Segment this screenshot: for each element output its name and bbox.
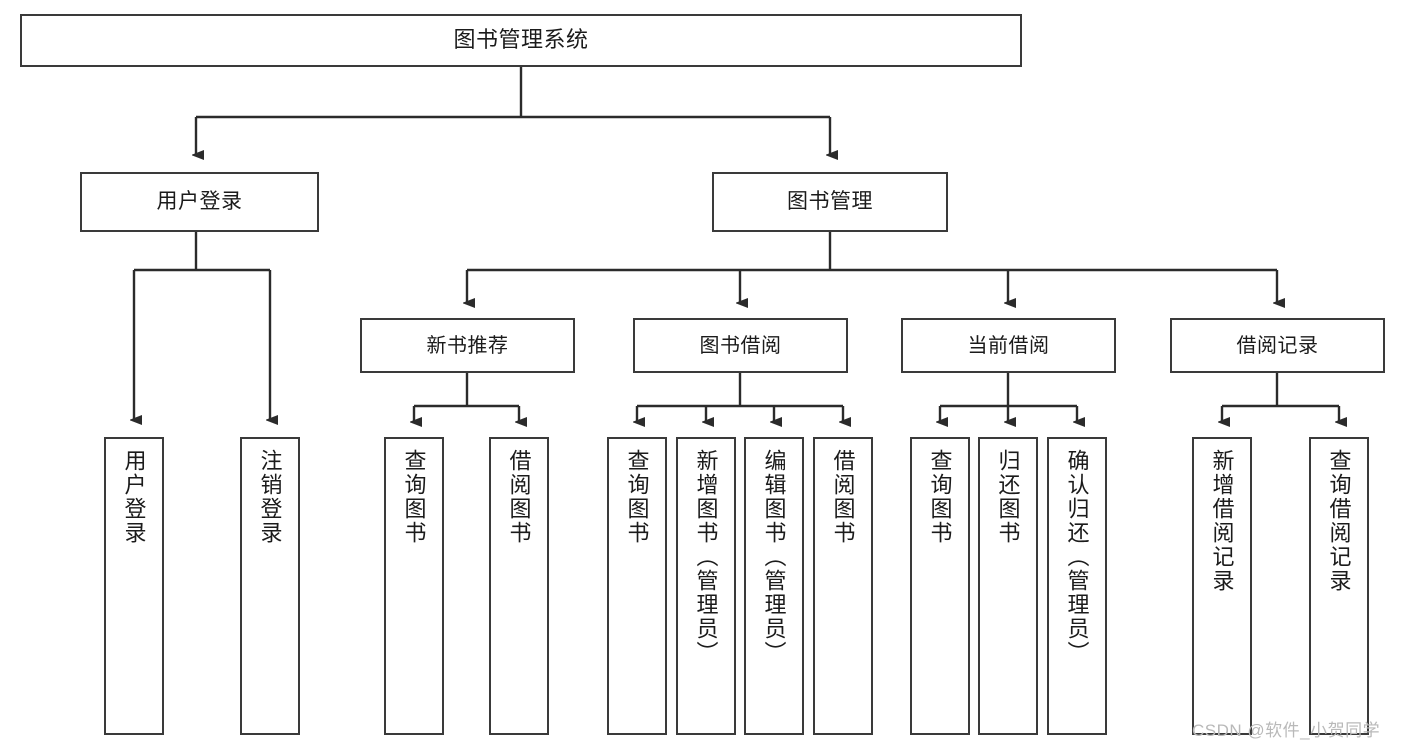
leaf-borrow-edit-book-admin[interactable]: 编辑图书（管理员） [744,437,804,735]
node-label: 查询图书 [401,449,427,545]
leaf-borrow-borrow-book[interactable]: 借阅图书 [813,437,873,735]
csdn-watermark: CSDN @软件_小贺同学 [1192,721,1381,740]
node-label: 图书借阅 [699,334,782,357]
node-label: 当前借阅 [967,334,1050,357]
node-book-borrow[interactable]: 图书借阅 [633,318,848,373]
node-book-management[interactable]: 图书管理 [712,172,948,232]
node-label: 注销登录 [257,449,283,545]
node-label: 查询图书 [624,449,650,545]
leaf-user-login-logout[interactable]: 注销登录 [240,437,300,735]
node-new-book-recommend[interactable]: 新书推荐 [360,318,575,373]
node-root-book-management-system[interactable]: 图书管理系统 [20,14,1022,67]
node-label: 用户登录 [121,449,147,545]
node-label: 借阅图书 [830,449,856,545]
node-label: 图书管理系统 [453,27,589,53]
leaf-current-query-book[interactable]: 查询图书 [910,437,970,735]
node-label: 确认归还（管理员） [1064,449,1090,665]
node-label: 查询借阅记录 [1326,449,1352,593]
node-label: 编辑图书（管理员） [761,449,787,665]
leaf-record-add-record[interactable]: 新增借阅记录 [1192,437,1252,735]
node-current-borrow[interactable]: 当前借阅 [901,318,1116,373]
leaf-new-book-borrow-book[interactable]: 借阅图书 [489,437,549,735]
node-label: 图书管理 [787,190,873,214]
leaf-current-confirm-return-admin[interactable]: 确认归还（管理员） [1047,437,1107,735]
leaf-user-login-login[interactable]: 用户登录 [104,437,164,735]
leaf-borrow-query-book[interactable]: 查询图书 [607,437,667,735]
leaf-borrow-add-book-admin[interactable]: 新增图书（管理员） [676,437,736,735]
node-borrow-record[interactable]: 借阅记录 [1170,318,1385,373]
node-label: 归还图书 [995,449,1021,545]
leaf-new-book-query-book[interactable]: 查询图书 [384,437,444,735]
leaf-current-return-book[interactable]: 归还图书 [978,437,1038,735]
leaf-record-query-record[interactable]: 查询借阅记录 [1309,437,1369,735]
node-label: 新增借阅记录 [1209,449,1235,593]
node-label: 借阅图书 [506,449,532,545]
node-label: 借阅记录 [1236,334,1319,357]
node-user-login[interactable]: 用户登录 [80,172,319,232]
node-label: 新增图书（管理员） [693,449,719,665]
node-label: 用户登录 [156,190,243,214]
node-label: 新书推荐 [426,334,509,357]
node-label: 查询图书 [927,449,953,545]
